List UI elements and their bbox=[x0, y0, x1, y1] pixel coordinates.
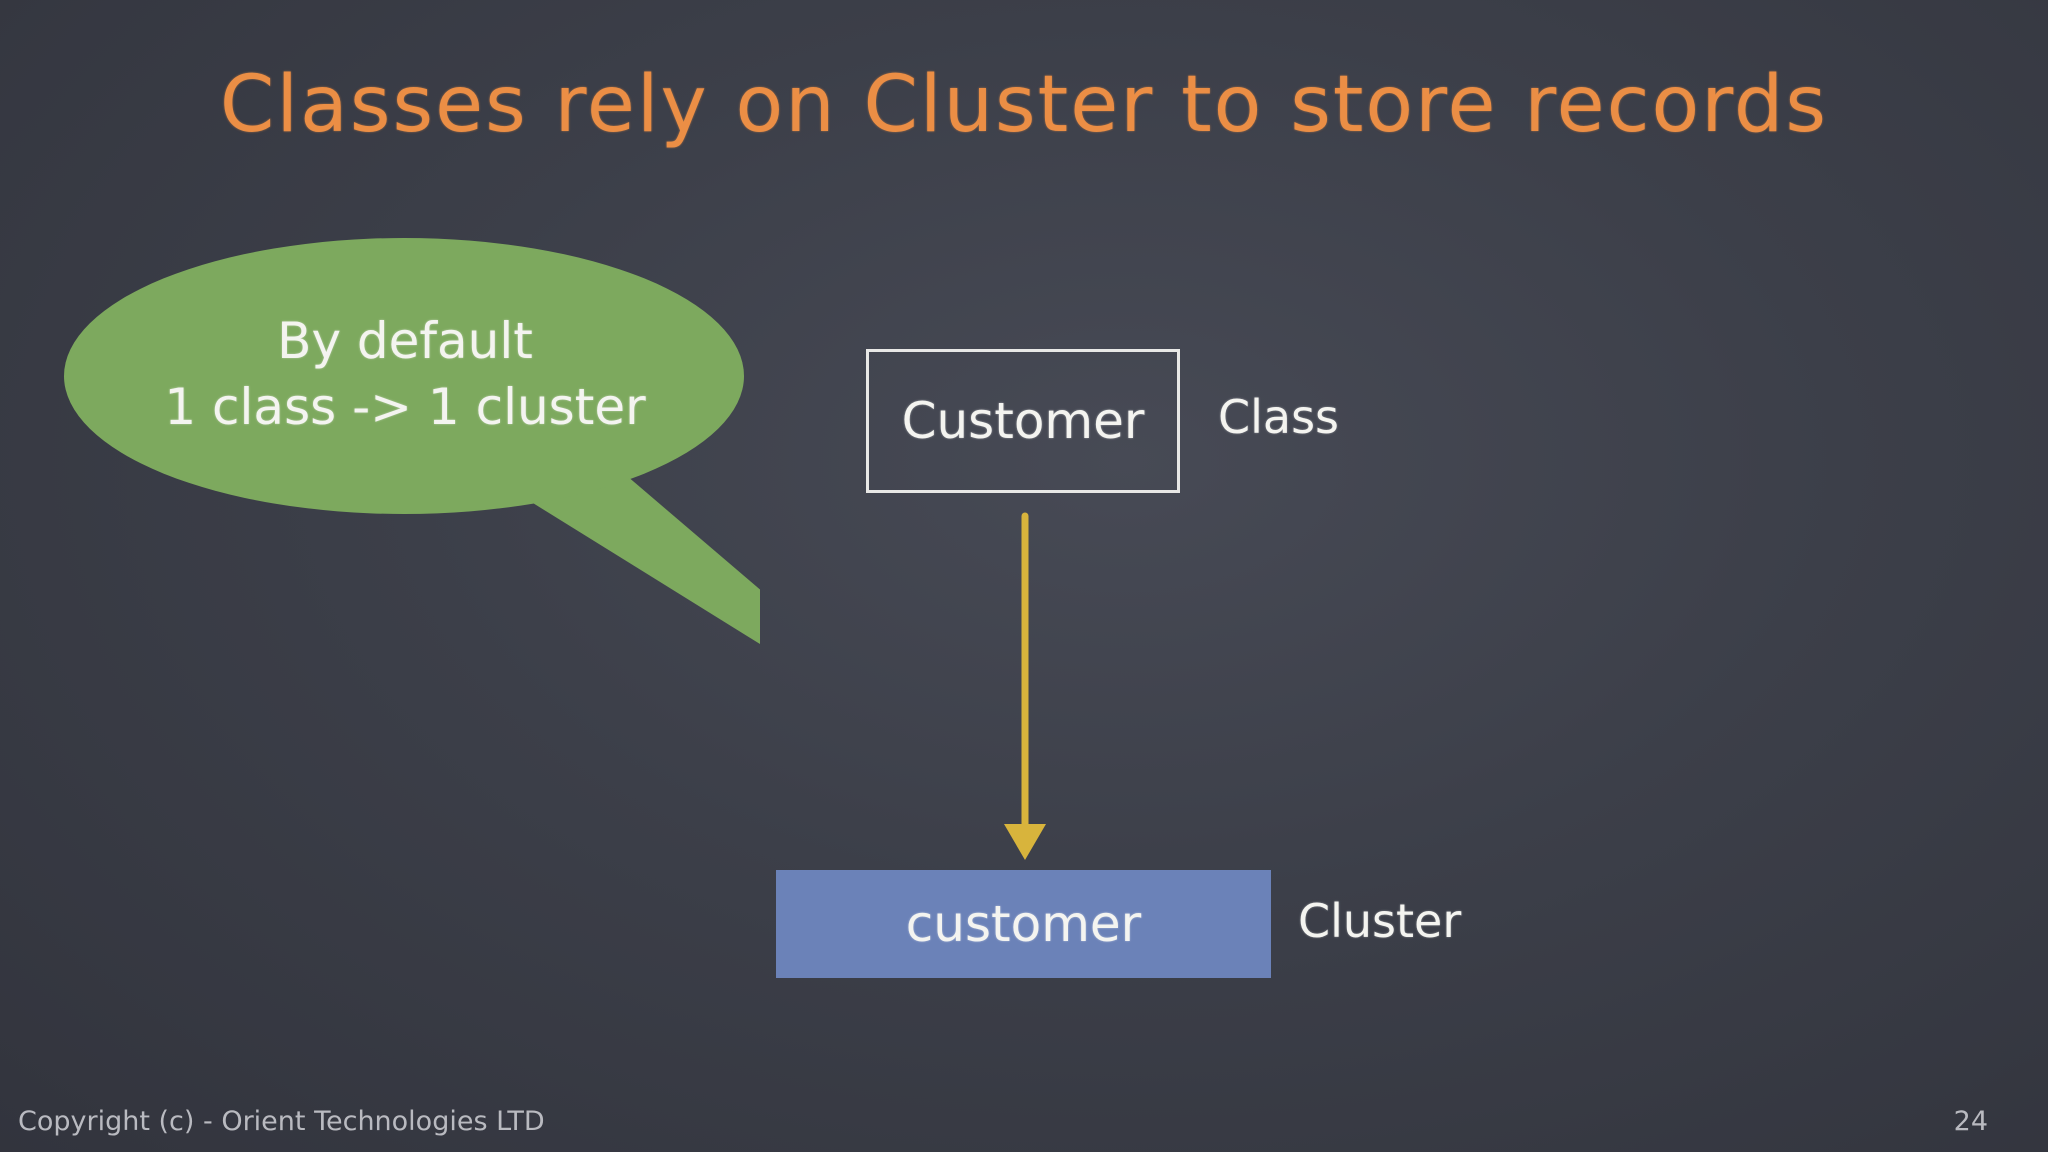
callout-line-1: By default bbox=[277, 312, 533, 370]
callout-bubble-tail bbox=[520, 470, 760, 645]
class-label: Class bbox=[1218, 390, 1340, 444]
callout-line-2: 1 class -> 1 cluster bbox=[164, 378, 646, 436]
callout-bubble bbox=[64, 238, 760, 645]
class-name: Customer bbox=[901, 392, 1145, 450]
slide-title: Classes rely on Cluster to store records bbox=[219, 60, 1829, 150]
cluster-label: Cluster bbox=[1298, 894, 1462, 948]
cluster-name: customer bbox=[905, 895, 1142, 953]
copyright-footer: Copyright (c) - Orient Technologies LTD bbox=[18, 1106, 545, 1137]
arrow-down-icon bbox=[1004, 512, 1046, 860]
cluster-box: customer bbox=[776, 870, 1271, 978]
arrow-head bbox=[1004, 824, 1046, 860]
callout-text: By default 1 class -> 1 cluster bbox=[70, 308, 740, 440]
page-number: 24 bbox=[1953, 1106, 1988, 1137]
callout-bubble-body bbox=[64, 238, 744, 514]
class-box: Customer bbox=[866, 349, 1180, 493]
